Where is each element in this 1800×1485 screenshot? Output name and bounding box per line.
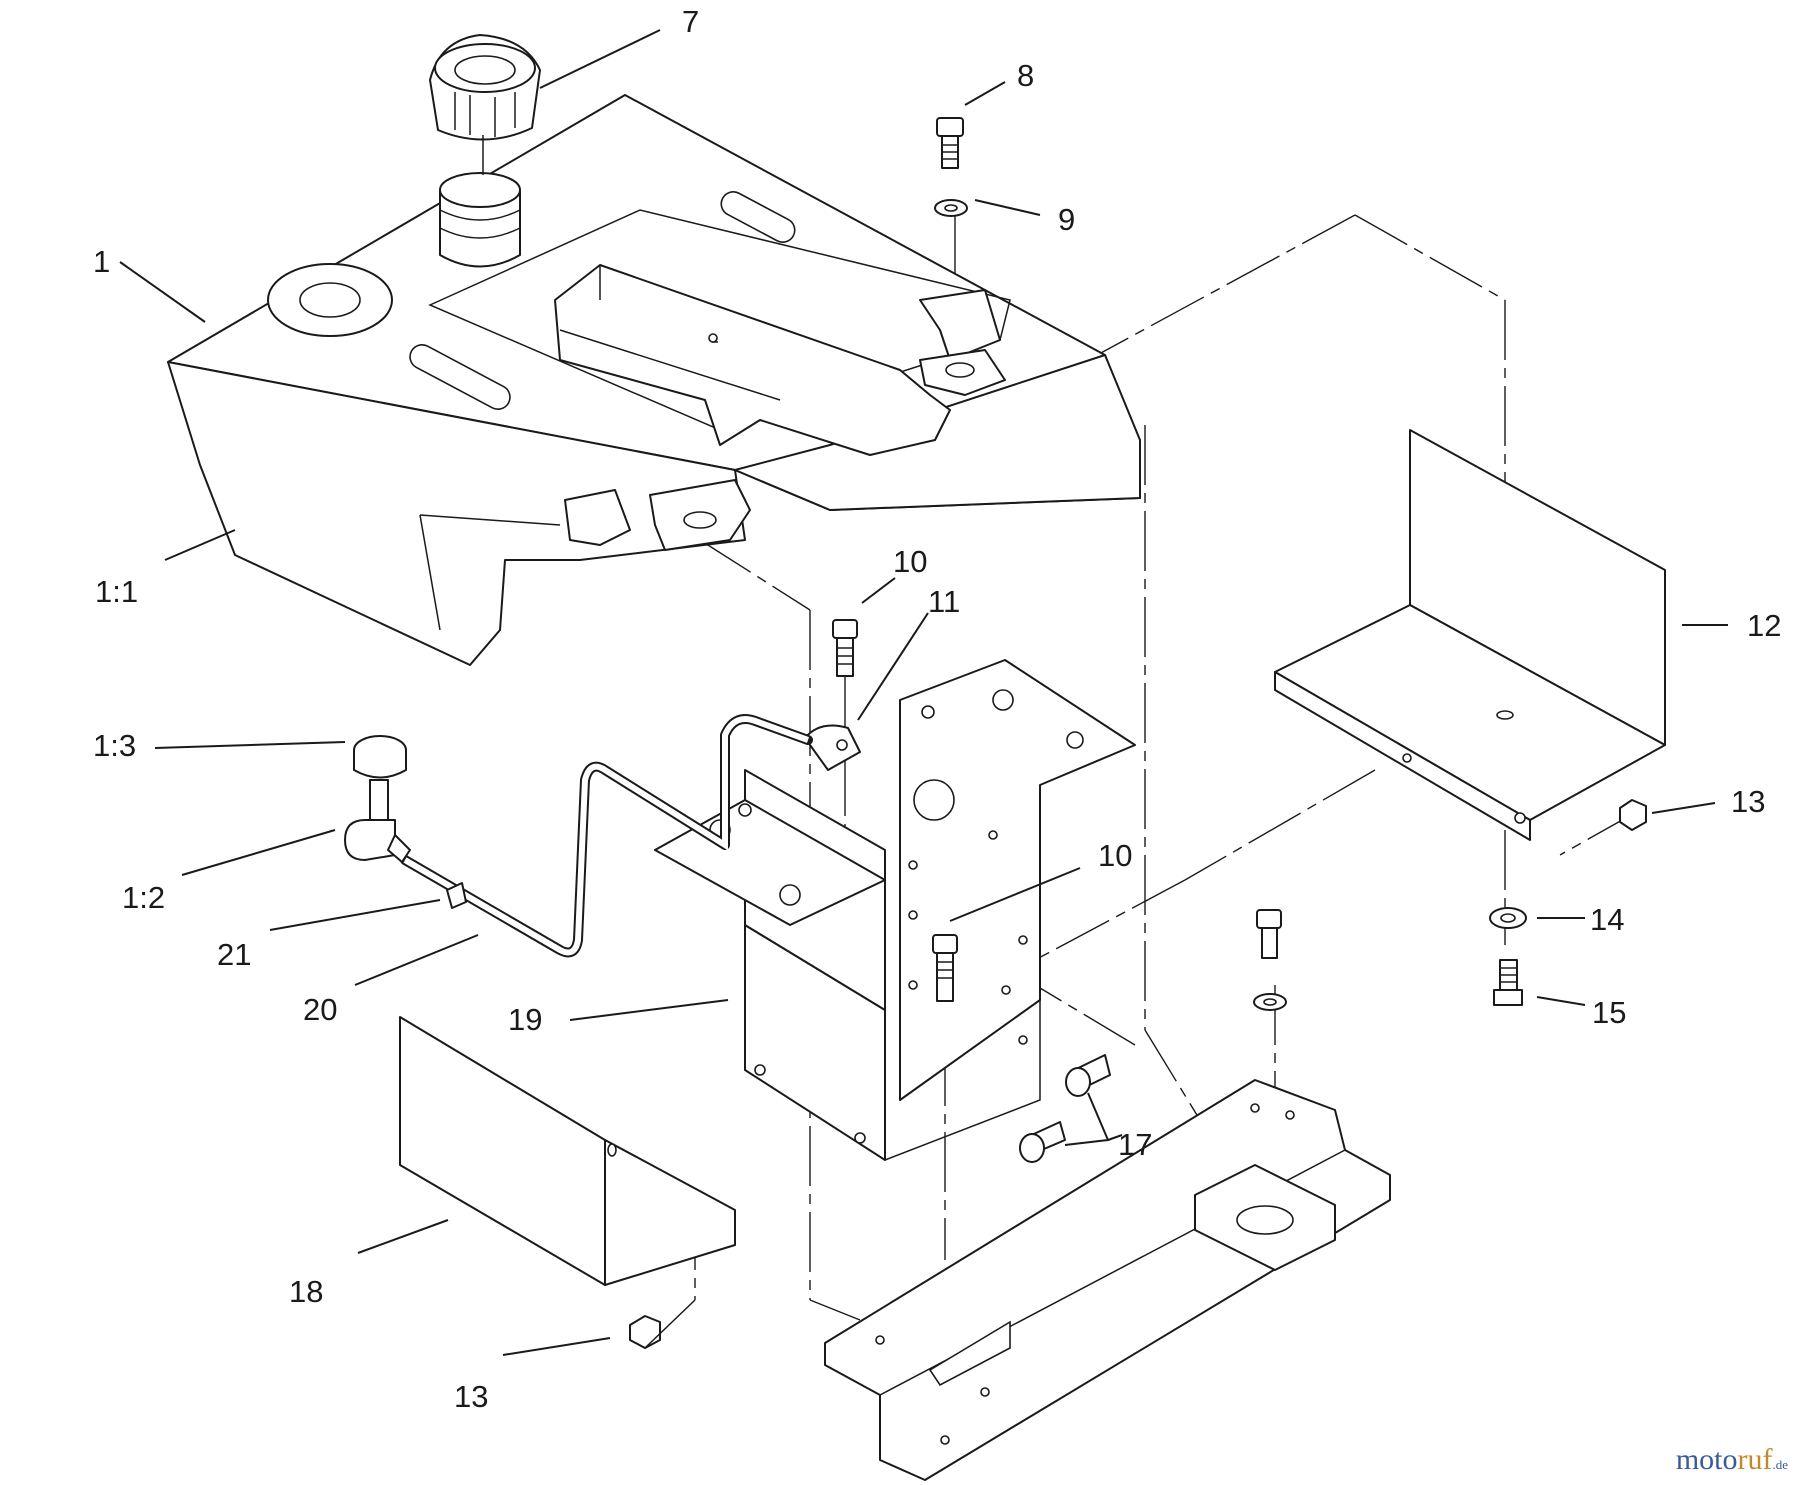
leader-lines — [119, 29, 1728, 1356]
watermark-part2: ruf — [1737, 1443, 1773, 1476]
callout-7: 7 — [682, 4, 699, 39]
hose-clamp-21 — [446, 882, 467, 909]
watermark-part3: .de — [1772, 1457, 1788, 1472]
callout-1-1: 1:1 — [95, 574, 138, 609]
callout-1: 1 — [93, 244, 110, 279]
callout-21: 21 — [217, 937, 251, 972]
lock-washer-14 — [1489, 907, 1527, 929]
callout-10-upper: 10 — [893, 544, 927, 579]
callout-1-3: 1:3 — [93, 728, 136, 763]
callout-labels: 7 8 9 1 1:1 10 11 12 1:3 13 1:2 10 14 21… — [93, 4, 1781, 1414]
bolts-17 — [1019, 1054, 1111, 1163]
side-shield-12 — [1274, 429, 1666, 841]
callout-1-2: 1:2 — [122, 880, 165, 915]
elbow-fitting-1-2 — [344, 779, 411, 863]
tank-bracket-19 — [654, 659, 1136, 1161]
fuel-tank — [167, 94, 1141, 666]
watermark: motoruf.de — [1676, 1443, 1788, 1477]
watermark-part1: moto — [1675, 1443, 1738, 1476]
callout-10-lower: 10 — [1098, 838, 1132, 873]
callout-13-left: 13 — [454, 1379, 488, 1414]
callout-11: 11 — [928, 584, 960, 619]
fuel-cap — [429, 34, 541, 175]
callout-15: 15 — [1592, 995, 1626, 1030]
bolt-15 — [1493, 959, 1523, 1006]
nut-13-right — [1619, 799, 1647, 831]
bolt-8 — [936, 117, 964, 169]
washer-9 — [934, 199, 968, 217]
frame-bolt — [1253, 909, 1287, 1011]
fuel-line-20 — [400, 714, 813, 958]
callout-12: 12 — [1747, 608, 1781, 643]
callout-14: 14 — [1590, 902, 1624, 937]
callout-18: 18 — [289, 1274, 323, 1309]
frame-rail — [824, 1079, 1391, 1481]
callout-19: 19 — [508, 1002, 542, 1037]
side-shield-18 — [399, 1016, 736, 1286]
callout-9: 9 — [1058, 202, 1075, 237]
callout-8: 8 — [1017, 58, 1034, 93]
callout-13-right: 13 — [1731, 784, 1765, 819]
callout-20: 20 — [303, 992, 337, 1027]
clamp-11 — [804, 724, 861, 771]
callout-17: 17 — [1118, 1127, 1152, 1162]
bolt-10-upper — [832, 619, 858, 677]
grommet-1-3 — [353, 735, 407, 779]
bolt-10-lower — [932, 934, 958, 1002]
nut-13-left — [629, 1299, 696, 1349]
